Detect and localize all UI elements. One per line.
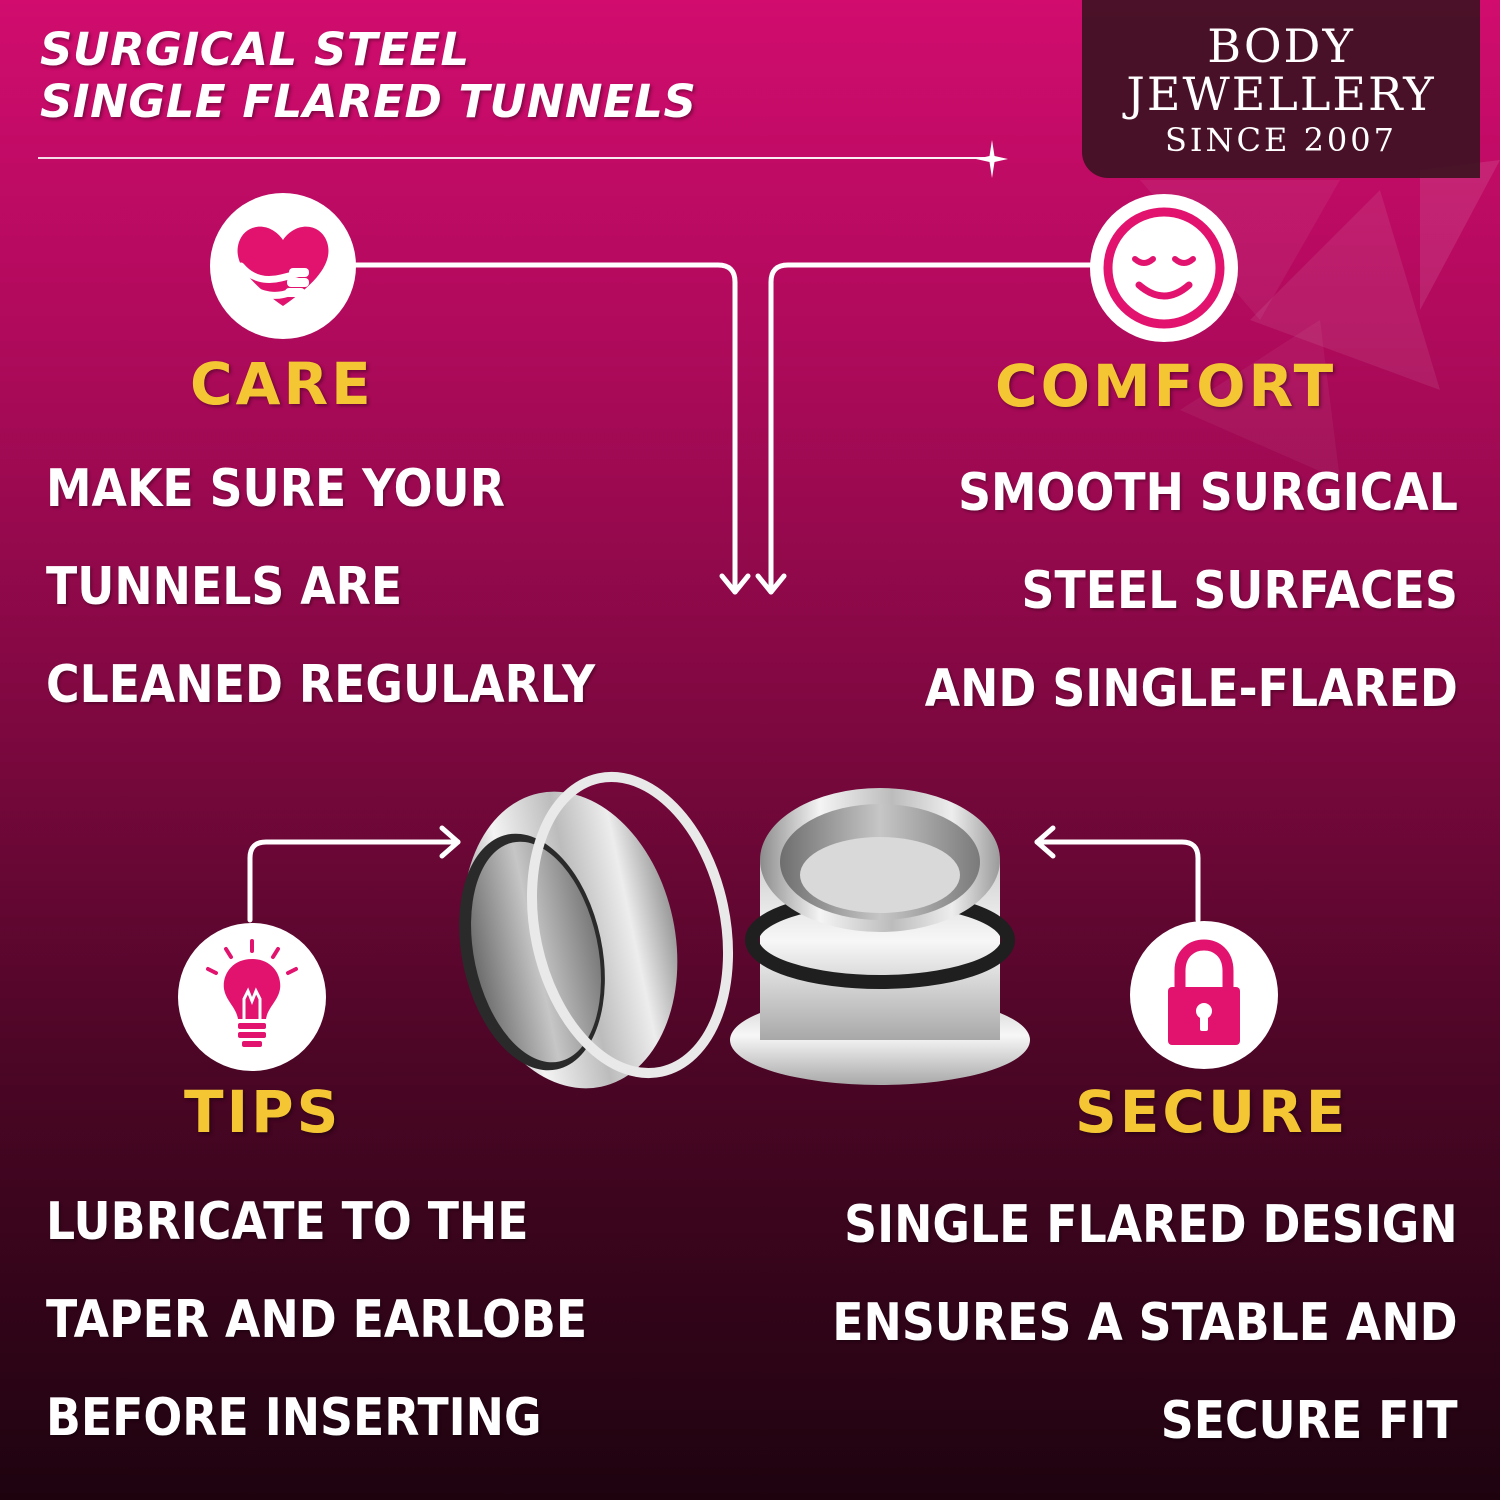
secure-heading: SECURE (1075, 1078, 1349, 1146)
smiley-face-icon (1090, 194, 1238, 342)
heart-hug-icon (210, 193, 356, 339)
comfort-line-1: SMOOTH SURGICAL (958, 463, 1458, 523)
brand-line-1: BODY (1207, 19, 1355, 73)
tips-line-2: TAPER AND EARLOBE (46, 1290, 588, 1350)
secure-line-3: SECURE FIT (1161, 1391, 1458, 1451)
comfort-heading: COMFORT (995, 352, 1337, 420)
care-heading: CARE (190, 350, 374, 418)
comfort-line-2: STEEL SURFACES (1021, 561, 1458, 621)
tips-heading: TIPS (184, 1078, 342, 1146)
padlock-icon (1130, 921, 1278, 1069)
secure-line-1: SINGLE FLARED DESIGN (844, 1195, 1458, 1255)
tips-description: LUBRICATE TO THE TAPER AND EARLOBE BEFOR… (46, 1173, 587, 1467)
comfort-description: SMOOTH SURGICAL STEEL SURFACES AND SINGL… (925, 444, 1458, 738)
tips-connector (247, 839, 461, 923)
tips-arrowhead (439, 825, 461, 859)
brand-line-3: SINCE 2007 (1164, 121, 1397, 159)
page-title: SURGICAL STEEL SINGLE FLARED TUNNELS (40, 24, 696, 128)
steel-tunnels-image (459, 771, 1030, 1089)
secure-connector (1034, 839, 1201, 923)
comfort-line-3: AND SINGLE-FLARED (924, 659, 1458, 719)
secure-arrowhead (1034, 825, 1056, 859)
title-line-1: SURGICAL STEEL (40, 23, 470, 76)
tips-line-1: LUBRICATE TO THE (46, 1192, 529, 1252)
care-line-2: TUNNELS ARE (46, 557, 403, 617)
light-bulb-icon (178, 923, 326, 1071)
title-divider (38, 157, 998, 159)
secure-description: SINGLE FLARED DESIGN ENSURES A STABLE AN… (833, 1176, 1458, 1470)
title-line-2: SINGLE FLARED TUNNELS (40, 75, 697, 128)
care-line-1: MAKE SURE YOUR (46, 459, 505, 519)
brand-logo: BODY JEWELLERY SINCE 2007 (1082, 0, 1480, 178)
tips-line-3: BEFORE INSERTING (46, 1388, 542, 1448)
sparkle-icon (976, 140, 1008, 178)
brand-line-2: JEWELLERY (1126, 67, 1436, 121)
care-line-3: CLEANED REGULARLY (46, 655, 596, 715)
care-description: MAKE SURE YOUR TUNNELS ARE CLEANED REGUL… (46, 440, 595, 734)
secure-line-2: ENSURES A STABLE AND (832, 1293, 1458, 1353)
care-arrowhead (719, 573, 751, 595)
comfort-arrowhead (755, 573, 787, 595)
